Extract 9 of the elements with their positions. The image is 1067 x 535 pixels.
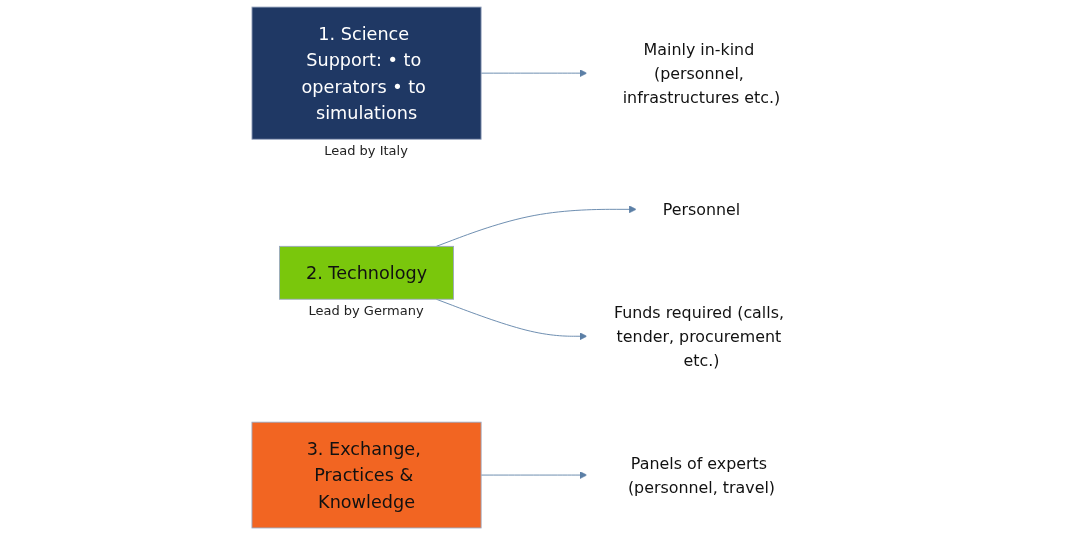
- node-box: 2. Technology: [278, 245, 454, 300]
- lead-note: Lead by Germany: [308, 303, 424, 319]
- node-text: Personnel: [662, 200, 740, 219]
- node-text: Mainly in-kind (personnel, infrastructures etc.): [622, 40, 780, 107]
- node-box: 3. Exchange, Practices & Knowledge: [251, 421, 482, 529]
- node-box: 1. Science Support: • to operators • to simulations: [251, 6, 482, 140]
- node-text: Panels of experts (personnel, travel): [627, 453, 775, 497]
- lead-note: Lead by Italy: [324, 143, 408, 159]
- node-text: Funds required (calls, tender, procurement etc.): [613, 303, 784, 370]
